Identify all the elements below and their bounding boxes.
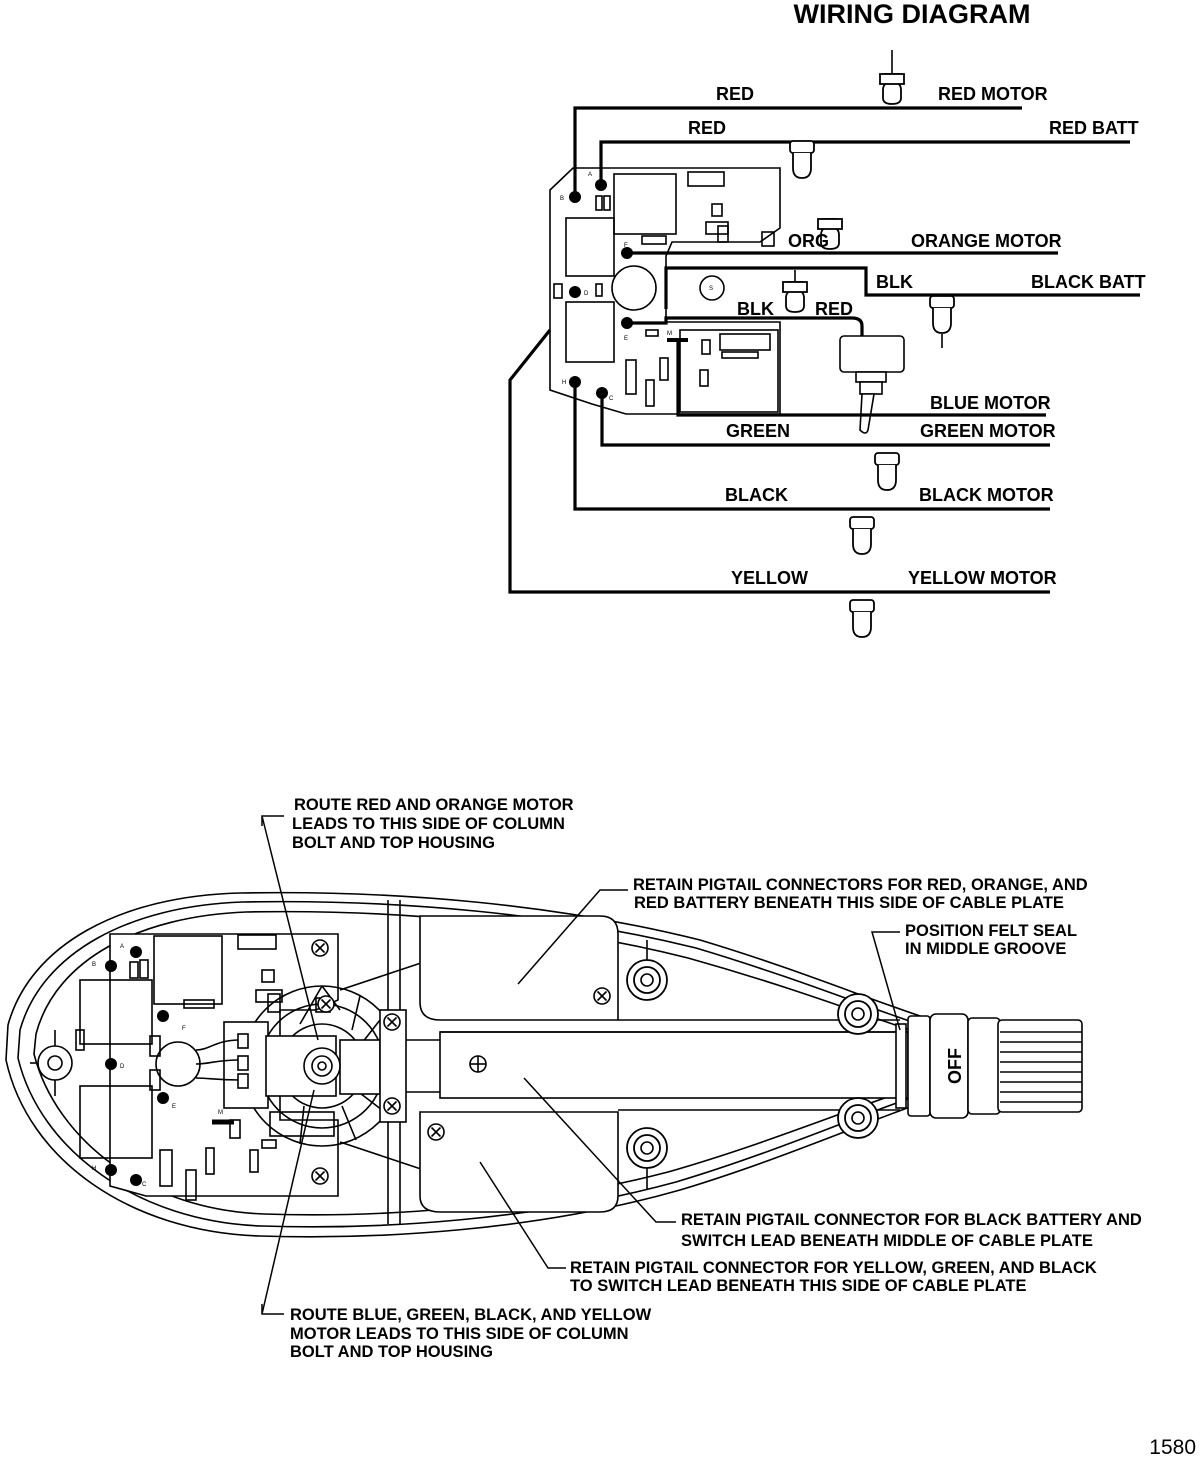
motor-head-assembly: B A F D E H C M (5, 891, 1083, 1238)
svg-text:B: B (92, 962, 96, 968)
callout-retain-yellow-green: RETAIN PIGTAIL CONNECTOR FOR YELLOW, GRE… (479, 1161, 1097, 1295)
label-black: BLACK (725, 485, 788, 505)
label-red-3: RED (815, 299, 853, 319)
label-blk-2: BLK (737, 299, 774, 319)
label-black-motor: BLACK MOTOR (919, 485, 1054, 505)
label-green: GREEN (726, 421, 790, 441)
svg-text:C: C (142, 1182, 147, 1188)
svg-text:RETAIN PIGTAIL CONNECTOR FOR B: RETAIN PIGTAIL CONNECTOR FOR BLACK BATTE… (681, 1211, 1142, 1229)
svg-text:POSITION FELT SEAL: POSITION FELT SEAL (905, 922, 1077, 940)
wire-orange-motor (627, 218, 1058, 255)
label-org: ORG (788, 231, 829, 251)
svg-text:E: E (172, 1104, 176, 1110)
svg-text:RETAIN PIGTAIL CONNECTOR FOR Y: RETAIN PIGTAIL CONNECTOR FOR YELLOW, GRE… (570, 1259, 1097, 1277)
svg-text:B: B (560, 196, 564, 202)
label-red-motor: RED MOTOR (938, 84, 1048, 104)
svg-text:ROUTE RED AND ORANGE MOTOR: ROUTE RED AND ORANGE MOTOR (294, 796, 574, 814)
label-red-batt: RED BATT (1049, 118, 1139, 138)
svg-text:H: H (92, 1166, 96, 1172)
label-red-1: RED (716, 84, 754, 104)
diagram-title: WIRING DIAGRAM (794, 0, 1031, 29)
label-yellow: YELLOW (731, 568, 808, 588)
wire-black-motor (573, 382, 1050, 555)
svg-text:ROUTE BLUE, GREEN, BLACK, AND: ROUTE BLUE, GREEN, BLACK, AND YELLOW (290, 1306, 652, 1324)
callout-route-red-orange: ROUTE RED AND ORANGE MOTOR LEADS TO THIS… (261, 796, 574, 1041)
figure-number: 1580 (1149, 1436, 1196, 1459)
wire-black-batt (664, 266, 1140, 348)
svg-text:M: M (218, 1110, 223, 1116)
svg-text:A: A (588, 172, 592, 178)
handle-off-label: OFF (945, 1048, 965, 1084)
wire-red-batt (599, 140, 1130, 185)
svg-text:RETAIN PIGTAIL CONNECTORS FOR: RETAIN PIGTAIL CONNECTORS FOR RED, ORANG… (633, 876, 1088, 894)
label-black-batt: BLACK BATT (1031, 272, 1146, 292)
svg-text:C: C (609, 396, 614, 402)
label-green-motor: GREEN MOTOR (920, 421, 1056, 441)
svg-text:A: A (120, 944, 124, 950)
svg-text:F: F (624, 243, 628, 249)
svg-text:D: D (584, 291, 589, 297)
wire-blue-motor (676, 340, 1046, 417)
label-blk-1: BLK (876, 272, 913, 292)
svg-text:TO SWITCH LEAD BENEATH THIS SI: TO SWITCH LEAD BENEATH THIS SIDE OF CABL… (570, 1277, 1027, 1295)
svg-text:IN MIDDLE GROOVE: IN MIDDLE GROOVE (905, 940, 1066, 958)
callout-route-blue-green: ROUTE BLUE, GREEN, BLACK, AND YELLOW MOT… (261, 1089, 652, 1361)
svg-text:H: H (562, 380, 566, 386)
svg-text:BOLT AND TOP HOUSING: BOLT AND TOP HOUSING (290, 1343, 493, 1361)
svg-text:E: E (624, 336, 628, 342)
svg-text:F: F (182, 1026, 186, 1032)
callout-retain-black-battery: RETAIN PIGTAIL CONNECTOR FOR BLACK BATTE… (523, 1077, 1142, 1250)
svg-text:SWITCH LEAD BENEATH MIDDLE OF: SWITCH LEAD BENEATH MIDDLE OF CABLE PLAT… (681, 1232, 1093, 1250)
callout-retain-red-orange: RETAIN PIGTAIL CONNECTORS FOR RED, ORANG… (517, 876, 1088, 985)
svg-text:D: D (120, 1064, 125, 1070)
label-orange-motor: ORANGE MOTOR (911, 231, 1062, 251)
label-blue-motor: BLUE MOTOR (930, 393, 1051, 413)
svg-text:M: M (667, 331, 672, 337)
svg-text:RED BATTERY BENEATH THIS SIDE: RED BATTERY BENEATH THIS SIDE OF CABLE P… (634, 894, 1064, 912)
svg-text:MOTOR LEADS TO THIS SIDE OF CO: MOTOR LEADS TO THIS SIDE OF COLUMN (290, 1325, 629, 1343)
callout-felt-seal: POSITION FELT SEAL IN MIDDLE GROOVE (871, 922, 1077, 1031)
wire-red-motor (573, 50, 1022, 197)
wire-yellow-motor (508, 329, 1050, 638)
handle-grip (997, 1019, 1083, 1113)
wire-blk-red-switch (627, 270, 864, 336)
label-yellow-motor: YELLOW MOTOR (908, 568, 1057, 588)
svg-text:S: S (709, 286, 713, 292)
svg-text:LEADS TO THIS SIDE OF COLUMN: LEADS TO THIS SIDE OF COLUMN (292, 815, 565, 833)
svg-text:BOLT AND TOP HOUSING: BOLT AND TOP HOUSING (292, 834, 495, 852)
label-red-2: RED (688, 118, 726, 138)
wire-green-motor (600, 393, 1050, 491)
toggle-switch (839, 335, 905, 434)
